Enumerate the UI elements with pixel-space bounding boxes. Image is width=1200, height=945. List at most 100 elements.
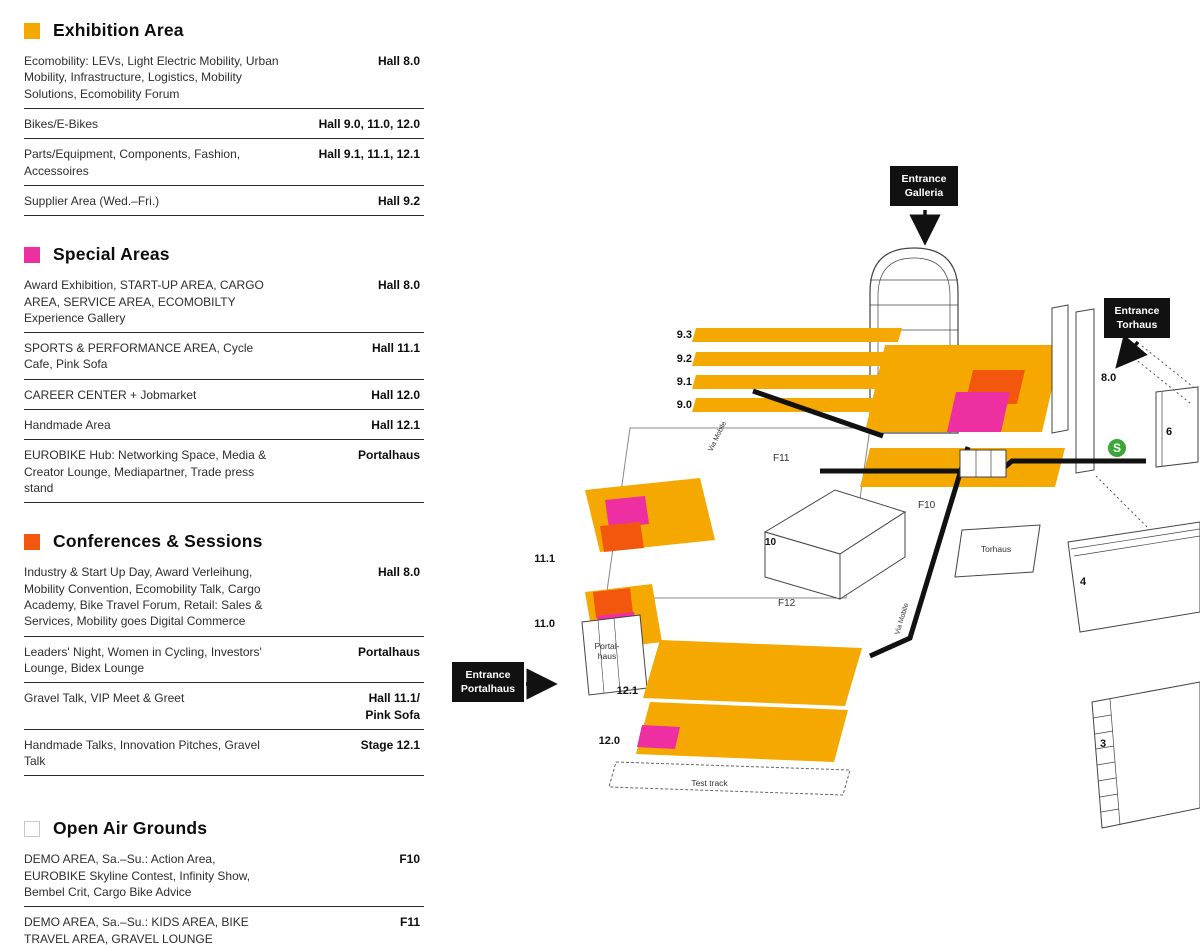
site-map-drawing: Via Mobile Via Mobile [526,210,1200,829]
hall-9-1-label: 9.1 [676,376,692,388]
legend-row-text: DEMO AREA, Sa.–Su.: KIDS AREA, BIKE TRAV… [24,915,249,945]
legend-row: Award Exhibition, START-UP AREA, CARGO A… [24,270,424,334]
dotted-path [1141,345,1198,391]
hall-8-special-patch [947,392,1010,432]
section-header: Exhibition Area [24,20,424,41]
section-header: Conferences & Sessions [24,531,424,552]
legend-row-hall: F11 [399,915,420,930]
conferences-swatch [24,533,40,550]
hall-12-1-shape [643,640,862,706]
legend-row-text: EUROBIKE Hub: Networking Space, Media & … [24,448,267,495]
hall-9-2-label: 9.2 [676,353,692,365]
sbahn-station-icon: S [1108,439,1126,457]
legend-row-hall: Portalhaus [357,644,420,659]
hall-8-shape [865,345,1062,432]
legend: Exhibition Area Ecomobility: LEVs, Light… [24,20,424,945]
legend-row: CAREER CENTER + Jobmarket Hall 12.0 [24,380,424,411]
legend-row: Supplier Area (Wed.–Fri.) Hall 9.2 [24,186,424,217]
section-title: Conferences & Sessions [53,531,263,552]
site-map: Via Mobile Via Mobile Entrance Galleria … [440,140,1200,945]
legend-row-hall: Hall 9.1, 11.1, 12.1 [318,147,420,162]
legend-row: SPORTS & PERFORMANCE AREA, Cycle Cafe, P… [24,333,424,380]
legend-row-hall: Hall 11.1/ Pink Sofa [365,691,420,722]
legend-row-text: Supplier Area (Wed.–Fri.) [24,193,160,208]
via-mobile-path [868,446,971,659]
area-f11-label: F11 [773,453,790,464]
legend-row: Handmade Talks, Innovation Pitches, Grav… [24,730,424,777]
hall-8-0-label: 8.0 [1101,372,1117,384]
hall-12-0-special-patch [637,725,680,749]
hall-11-1-special-patch [605,496,649,528]
legend-row-hall: Hall 12.0 [371,387,420,402]
legend-row-text: SPORTS & PERFORMANCE AREA, Cycle Cafe, P… [24,341,254,372]
legend-row-text: Handmade Talks, Innovation Pitches, Grav… [24,737,260,769]
section-header: Open Air Grounds [24,818,424,839]
building-10-label: 10 [765,537,777,548]
hall-9-3-label: 9.3 [676,329,692,341]
open-air-swatch [24,820,40,837]
legend-row-hall: Hall 8.0 [377,565,420,580]
via-mobile-label: Via Mobile [708,420,729,452]
via-mobile-path [752,388,884,439]
entrance-torhaus-label: Entrance Torhaus [1104,298,1170,338]
legend-row-text: Industry & Start Up Day, Award Verleihun… [24,565,263,629]
torhaus-tower [1051,304,1069,434]
via-mobile-bridge [959,449,1007,478]
legend-row: Bikes/E-Bikes Hall 9.0, 11.0, 12.0 [24,109,424,140]
legend-row-text: Parts/Equipment, Components, Fashion, Ac… [24,147,241,178]
legend-section-exhibition: Exhibition Area Ecomobility: LEVs, Light… [24,20,424,217]
area-f10-label: F10 [918,500,936,511]
legend-row-text: Award Exhibition, START-UP AREA, CARGO A… [24,278,264,325]
legend-row: DEMO AREA, Sa.–Su.: KIDS AREA, BIKE TRAV… [24,907,424,945]
legend-row-hall: Stage 12.1 [360,737,420,752]
entrance-galleria-label: Entrance Galleria [890,166,958,206]
legend-row-hall: Hall 12.1 [371,418,420,433]
building-3-shape [1091,681,1200,829]
hall-12-0-label: 12.0 [598,735,620,747]
building-6-label: 6 [1166,426,1173,438]
legend-row-hall: Hall 9.0, 11.0, 12.0 [318,116,420,131]
legend-row-text: Ecomobility: LEVs, Light Electric Mobili… [24,54,279,101]
hall-9-2-shape [692,352,902,366]
legend-row-hall: Hall 11.1 [371,341,420,356]
legend-row-text: CAREER CENTER + Jobmarket [24,387,197,402]
building-6-shape [1155,386,1199,468]
section-title: Exhibition Area [53,20,184,40]
hall-9-1-shape [692,375,902,389]
legend-row-hall: Hall 8.0 [377,54,420,68]
special-areas-swatch [24,246,40,263]
section-title: Special Areas [53,244,170,265]
torhaus-tower [1075,308,1095,474]
via-mobile-label: Via Mobile [894,602,910,635]
legend-row: Industry & Start Up Day, Award Verleihun… [24,557,424,637]
area-f12-label: F12 [778,598,796,609]
legend-row-hall: Hall 8.0 [377,278,420,293]
legend-section-special-areas: Special Areas Award Exhibition, START-UP… [24,244,424,504]
section-title: Open Air Grounds [53,818,208,839]
entrance-torhaus-arrow [1115,334,1148,369]
legend-row-text: Bikes/E-Bikes [24,116,99,131]
legend-row-text: Gravel Talk, VIP Meet & Greet [24,691,185,706]
legend-row: Ecomobility: LEVs, Light Electric Mobili… [24,46,424,109]
hall-11-1-conference-patch [600,522,644,552]
legend-row: Handmade Area Hall 12.1 [24,410,424,441]
hall-12-1-label: 12.1 [616,685,638,697]
legend-row-text: DEMO AREA, Sa.–Su.: Action Area, EUROBIK… [24,852,251,900]
legend-row-hall: Portalhaus [357,448,420,463]
dotted-path [1095,475,1149,529]
legend-row: Parts/Equipment, Components, Fashion, Ac… [24,139,424,186]
building-10-shape [839,511,906,600]
building-4-label: 4 [1080,576,1087,588]
legend-section-open-air: Open Air Grounds DEMO AREA, Sa.–Su.: Act… [24,818,424,945]
portalhaus-building-label: Portal- haus [594,641,620,661]
exhibition-area-swatch [24,22,40,39]
legend-row: EUROBIKE Hub: Networking Space, Media & … [24,440,424,504]
test-track-label: Test track [691,778,728,788]
test-track-outline [608,761,851,796]
legend-row-hall: F10 [399,852,420,867]
torhaus-building-shape [954,524,1041,578]
hall-12-0-shape [636,702,848,762]
entrance-portalhaus-label: Entrance Portalhaus [452,662,524,702]
legend-section-conferences: Conferences & Sessions Industry & Start … [24,531,424,777]
